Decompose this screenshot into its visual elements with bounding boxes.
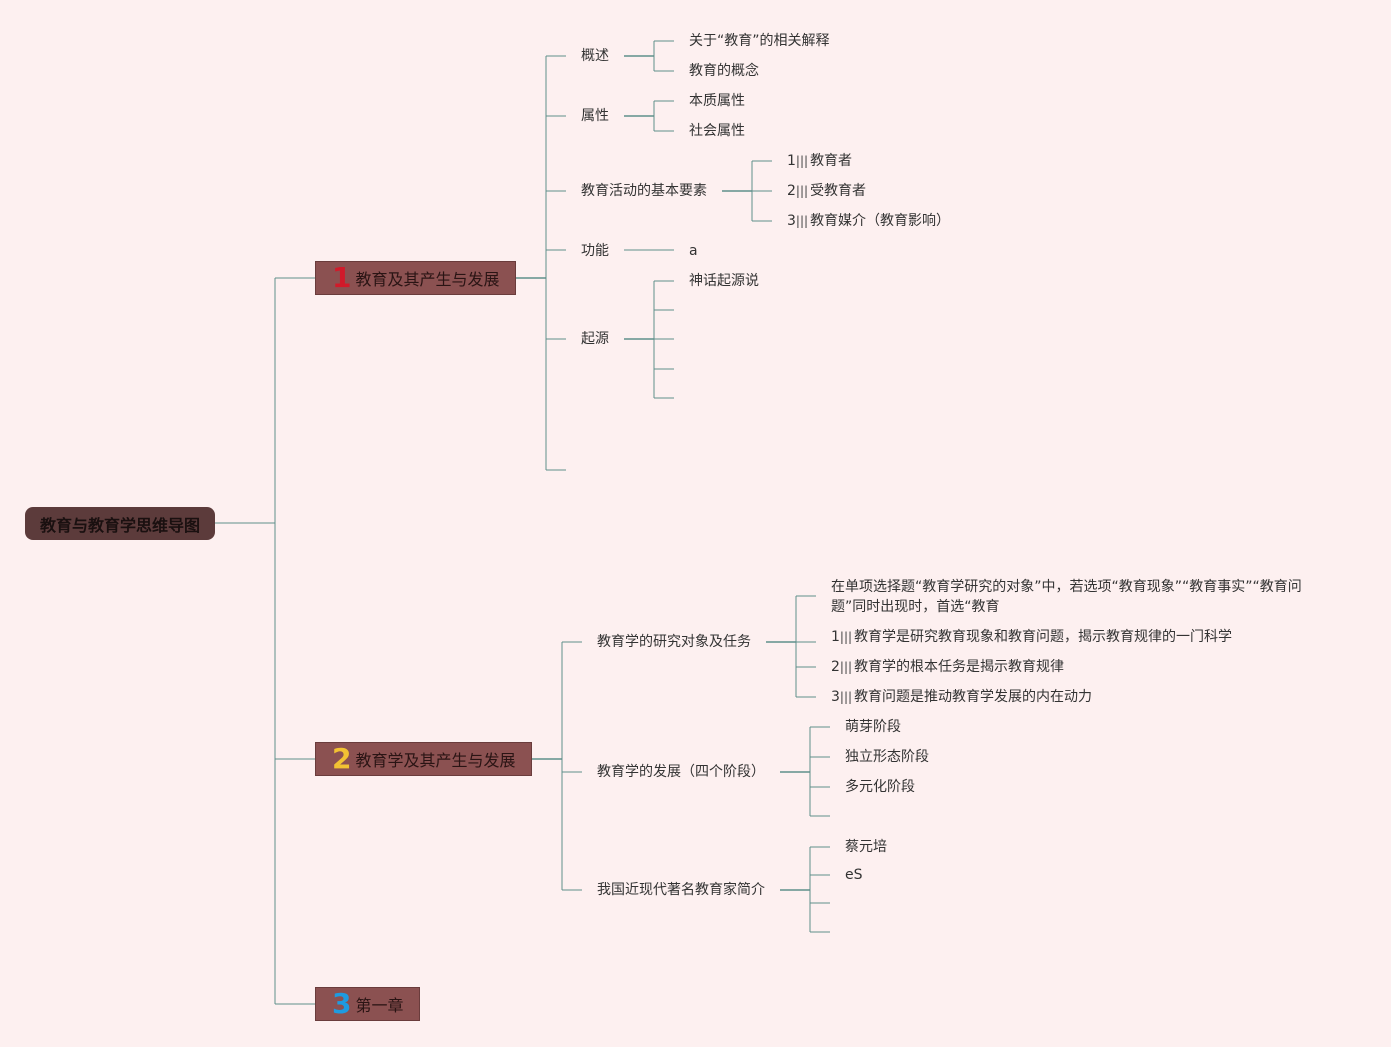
leaf-fundamental-task[interactable]: 2|||教育学的根本任务是揭示教育规律: [831, 657, 1064, 677]
root-label: 教育与教育学思维导图: [39, 515, 200, 535]
root-node[interactable]: 教育与教育学思维导图: [25, 507, 215, 540]
subtopic-attributes[interactable]: 属性: [581, 108, 609, 124]
leaf-prefix: 1: [831, 629, 840, 645]
subtopic-development-stages[interactable]: 教育学的发展（四个阶段）: [597, 764, 765, 780]
topic-number-1: 1: [332, 261, 352, 294]
leaf-label: 教育媒介（教育影响）: [810, 213, 951, 229]
subtopic-function[interactable]: 功能: [581, 243, 609, 259]
leaf-pedagogy-definition[interactable]: 1|||教育学是研究教育现象和教育问题，揭示教育规律的一门科学: [831, 627, 1232, 647]
subtopic-origin[interactable]: 起源: [581, 331, 609, 347]
leaf-prefix: 2: [787, 183, 796, 199]
leaf-independent-stage[interactable]: 独立形态阶段: [845, 749, 929, 765]
leaf-educator[interactable]: 1|||教育者: [787, 151, 852, 171]
leaf-label: 教育者: [810, 153, 853, 169]
topic-number-3: 3: [332, 987, 352, 1020]
flag-icon: |||: [795, 154, 809, 168]
leaf-educatee[interactable]: 2|||受教育者: [787, 181, 866, 201]
leaf-education-explanations[interactable]: 关于“教育”的相关解释: [689, 33, 830, 49]
leaf-prefix: 3: [787, 213, 796, 229]
leaf-label: 教育学的根本任务是揭示教育规律: [854, 659, 1065, 675]
subtopic-basic-elements[interactable]: 教育活动的基本要素: [581, 183, 707, 199]
leaf-pluralism-stage[interactable]: 多元化阶段: [845, 779, 915, 795]
leaf-prefix: 3: [831, 689, 840, 705]
topic-3-node[interactable]: 3 第一章: [315, 987, 420, 1021]
leaf-internal-driving-force[interactable]: 3|||教育问题是推动教育学发展的内在动力: [831, 687, 1092, 707]
leaf-social-attribute[interactable]: 社会属性: [689, 123, 745, 139]
leaf-prefix: 1: [787, 153, 796, 169]
leaf-prefix: 2: [831, 659, 840, 675]
topic-3-label: 第一章: [355, 996, 404, 1015]
leaf-exam-tip[interactable]: 在单项选择题“教育学研究的对象”中，若选项“教育现象”“教育事实”“教育问题”同…: [831, 579, 1302, 615]
leaf-cai-yuanpei[interactable]: 蔡元培: [845, 839, 887, 855]
subtopic-overview[interactable]: 概述: [581, 48, 609, 64]
leaf-function-a[interactable]: a: [689, 243, 698, 259]
topic-2-label: 教育学及其产生与发展: [355, 751, 516, 770]
topic-1-label: 教育及其产生与发展: [355, 270, 500, 289]
subtopic-educators[interactable]: 我国近现代著名教育家简介: [597, 882, 765, 898]
flag-icon: |||: [839, 660, 853, 674]
flag-icon: |||: [839, 690, 853, 704]
topic-2-node[interactable]: 2 教育学及其产生与发展: [315, 742, 532, 776]
leaf-myth-origin[interactable]: 神话起源说: [689, 273, 759, 289]
leaf-education-concept[interactable]: 教育的概念: [689, 63, 759, 79]
leaf-label: 受教育者: [810, 183, 867, 199]
leaf-label: 教育问题是推动教育学发展的内在动力: [854, 689, 1093, 705]
subtopic-research-object[interactable]: 教育学的研究对象及任务: [597, 634, 751, 650]
flag-icon: |||: [795, 184, 809, 198]
leaf-label: 教育学是研究教育现象和教育问题，揭示教育规律的一门科学: [854, 629, 1233, 645]
leaf-es[interactable]: eS: [845, 867, 863, 883]
topic-1-node[interactable]: 1 教育及其产生与发展: [315, 261, 516, 295]
leaf-sprout-stage[interactable]: 萌芽阶段: [845, 719, 901, 735]
leaf-essential-attribute[interactable]: 本质属性: [689, 93, 745, 109]
leaf-education-medium[interactable]: 3|||教育媒介（教育影响）: [787, 211, 950, 231]
flag-icon: |||: [839, 630, 853, 644]
topic-number-2: 2: [332, 742, 352, 775]
flag-icon: |||: [795, 214, 809, 228]
